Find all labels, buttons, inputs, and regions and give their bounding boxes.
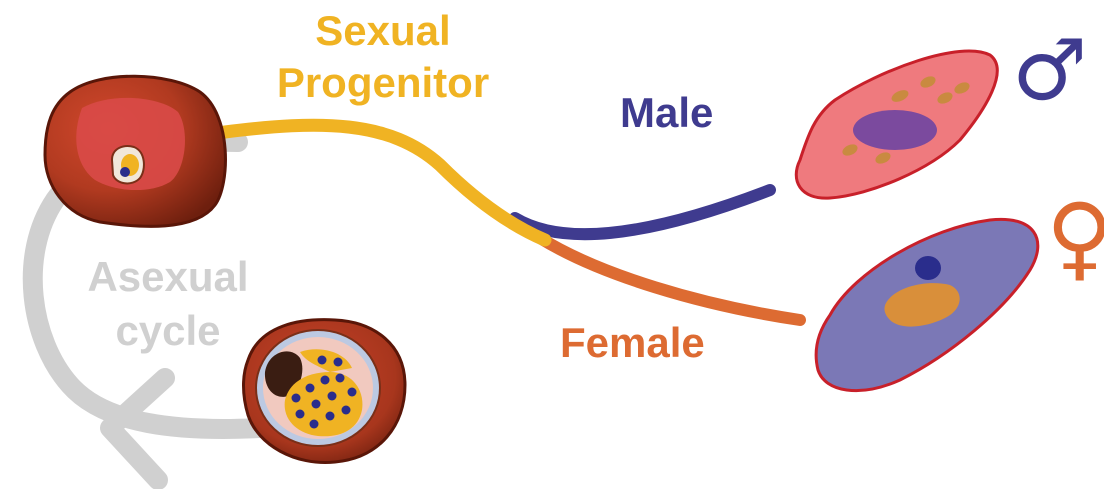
female-label: Female [560,322,705,364]
infected-red-blood-cell-ring [45,76,225,226]
asexual-cycle-line-1: Asexual [68,256,268,298]
male-pathway-line [515,190,770,234]
sexual-progenitor-line-1: Sexual [248,10,518,52]
female-pathway-line [540,238,800,320]
ring-stage-parasite [112,146,144,183]
asexual-cycle-label: Asexual cycle [68,256,268,352]
female-gametocyte [816,219,1038,390]
asexual-cycle-line-2: cycle [68,310,268,352]
sexual-progenitor-line-2: Progenitor [248,62,518,104]
male-label: Male [620,92,713,134]
progenitor-pathway-line [225,125,545,240]
sexual-progenitor-label: Sexual Progenitor [248,10,518,104]
male-symbol-icon: ♂ [1012,28,1087,112]
female-symbol-icon: ♀ [1046,192,1104,284]
male-gametocyte [796,51,997,198]
